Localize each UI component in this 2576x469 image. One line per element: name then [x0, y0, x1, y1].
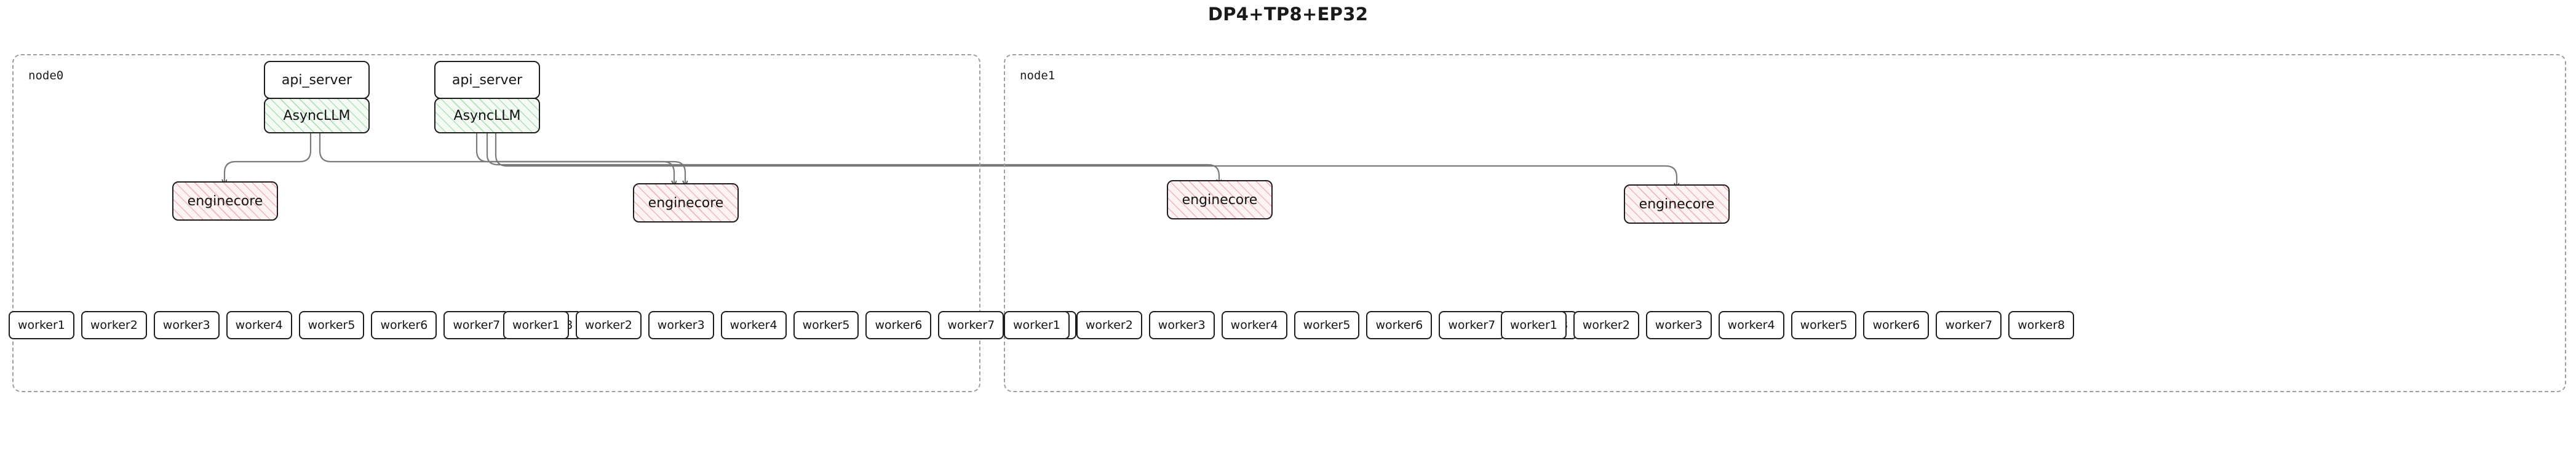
worker-box[interactable]: worker7 — [1439, 311, 1505, 339]
worker-box[interactable]: worker6 — [1863, 311, 1930, 339]
worker-box[interactable]: worker6 — [1366, 311, 1433, 339]
worker-box[interactable]: worker5 — [1791, 311, 1857, 339]
worker-box[interactable]: worker3 — [153, 311, 220, 339]
worker-box[interactable]: worker1 — [1501, 311, 1567, 339]
worker-box[interactable]: worker1 — [503, 311, 569, 339]
worker-box[interactable]: worker6 — [865, 311, 932, 339]
worker-box[interactable]: worker5 — [793, 311, 859, 339]
asyncllm-label: AsyncLLM — [453, 108, 521, 124]
worker-box[interactable]: worker4 — [720, 311, 787, 339]
enginecore-label: enginecore — [648, 195, 724, 211]
enginecore-label: enginecore — [1639, 196, 1715, 212]
worker-box[interactable]: worker5 — [298, 311, 365, 339]
api-server-label: api_server — [281, 72, 352, 88]
worker-box[interactable]: worker6 — [371, 311, 437, 339]
worker-box[interactable]: worker1 — [1004, 311, 1070, 339]
enginecore-box-node1-0[interactable]: enginecore — [1167, 180, 1273, 219]
worker-row-node1-0: worker1 worker2 worker3 worker4 worker5 … — [1004, 311, 1578, 339]
worker-row-node0-0: worker1 worker2 worker3 worker4 worker5 … — [9, 311, 582, 339]
api-server-box-node0-0[interactable]: api_server — [264, 61, 370, 99]
asyncllm-box-node0-1[interactable]: AsyncLLM — [434, 98, 540, 133]
worker-box[interactable]: worker2 — [1076, 311, 1142, 339]
node-group-node1: node1 — [1004, 54, 2566, 392]
worker-box[interactable]: worker1 — [9, 311, 74, 339]
worker-box[interactable]: worker3 — [648, 311, 714, 339]
worker-box[interactable]: worker3 — [1645, 311, 1712, 339]
asyncllm-box-node0-0[interactable]: AsyncLLM — [264, 98, 370, 133]
worker-box[interactable]: worker7 — [1936, 311, 2002, 339]
asyncllm-label: AsyncLLM — [283, 108, 351, 124]
api-server-label: api_server — [451, 72, 523, 88]
worker-box[interactable]: worker4 — [226, 311, 292, 339]
worker-box[interactable]: worker4 — [1718, 311, 1784, 339]
node-group-label-node0: node0 — [28, 69, 64, 82]
enginecore-label: enginecore — [187, 193, 263, 209]
worker-box[interactable]: worker2 — [1573, 311, 1639, 339]
worker-row-node1-1: worker1 worker2 worker3 worker4 worker5 … — [1501, 311, 2075, 339]
enginecore-box-node0-1[interactable]: enginecore — [633, 183, 739, 223]
api-server-box-node0-1[interactable]: api_server — [434, 61, 540, 99]
node-group-node0: node0 — [12, 54, 980, 392]
worker-box[interactable]: worker5 — [1294, 311, 1360, 339]
worker-row-node0-1: worker1 worker2 worker3 worker4 worker5 … — [503, 311, 1077, 339]
worker-box[interactable]: worker4 — [1221, 311, 1287, 339]
enginecore-box-node1-1[interactable]: enginecore — [1624, 184, 1730, 224]
enginecore-label: enginecore — [1182, 192, 1258, 208]
node-group-label-node1: node1 — [1020, 69, 1055, 82]
page-title: DP4+TP8+EP32 — [1207, 4, 1369, 25]
worker-box[interactable]: worker8 — [2008, 311, 2075, 339]
worker-box[interactable]: worker2 — [81, 311, 147, 339]
worker-box[interactable]: worker7 — [938, 311, 1004, 339]
worker-box[interactable]: worker7 — [443, 311, 510, 339]
enginecore-box-node0-0[interactable]: enginecore — [172, 181, 278, 221]
worker-box[interactable]: worker2 — [575, 311, 642, 339]
worker-box[interactable]: worker3 — [1148, 311, 1215, 339]
